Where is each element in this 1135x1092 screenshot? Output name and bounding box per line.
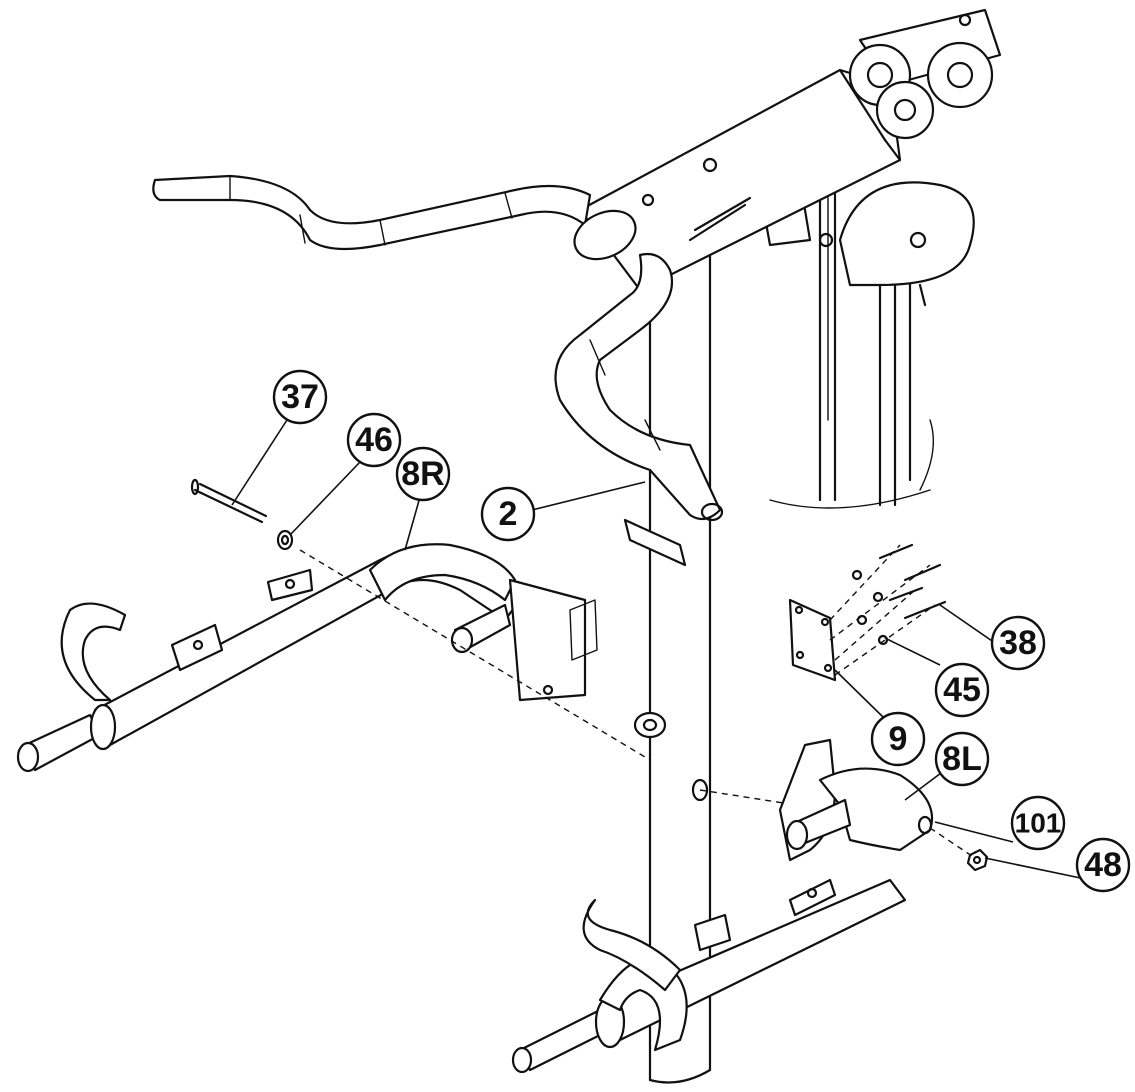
bracket-plate-9 (788, 543, 947, 682)
callout-37-label: 37 (281, 378, 319, 416)
callout-2-label: 2 (499, 495, 518, 533)
callout-9: 9 (870, 711, 926, 767)
leader-lines (231, 419, 1091, 881)
top-arm-and-pulleys (578, 8, 1002, 292)
arm-8r (16, 543, 598, 773)
callout-38: 38 (990, 615, 1046, 671)
callout-101-label: 101 (1015, 808, 1062, 839)
callout-45: 45 (934, 662, 990, 718)
callout-46: 46 (346, 412, 402, 468)
callout-101: 101 (1010, 795, 1066, 851)
bushing-part (633, 711, 667, 739)
callout-9-label: 9 (889, 720, 908, 758)
post-bracket (623, 518, 687, 567)
callout-38-label: 38 (999, 624, 1037, 662)
assembly-line-8l (929, 827, 976, 859)
callout-8r-label: 8R (401, 455, 444, 493)
callout-8l-label: 8L (942, 740, 982, 778)
callout-8l: 8L (934, 731, 990, 787)
callout-2: 2 (480, 486, 536, 542)
lat-pulldown-bar (152, 174, 724, 522)
washer-46 (276, 529, 294, 551)
callout-45-label: 45 (943, 671, 981, 709)
bolt-37 (190, 478, 268, 524)
callout-37: 37 (272, 369, 328, 425)
nut-48 (966, 848, 989, 872)
assembly-line-8r (299, 549, 651, 761)
arm-8l (511, 738, 934, 1074)
callout-48-label: 48 (1084, 846, 1122, 884)
callout-46-label: 46 (355, 421, 393, 459)
callout-8r: 8R (395, 446, 451, 502)
callout-48: 48 (1075, 837, 1131, 893)
washer-101 (917, 815, 933, 835)
